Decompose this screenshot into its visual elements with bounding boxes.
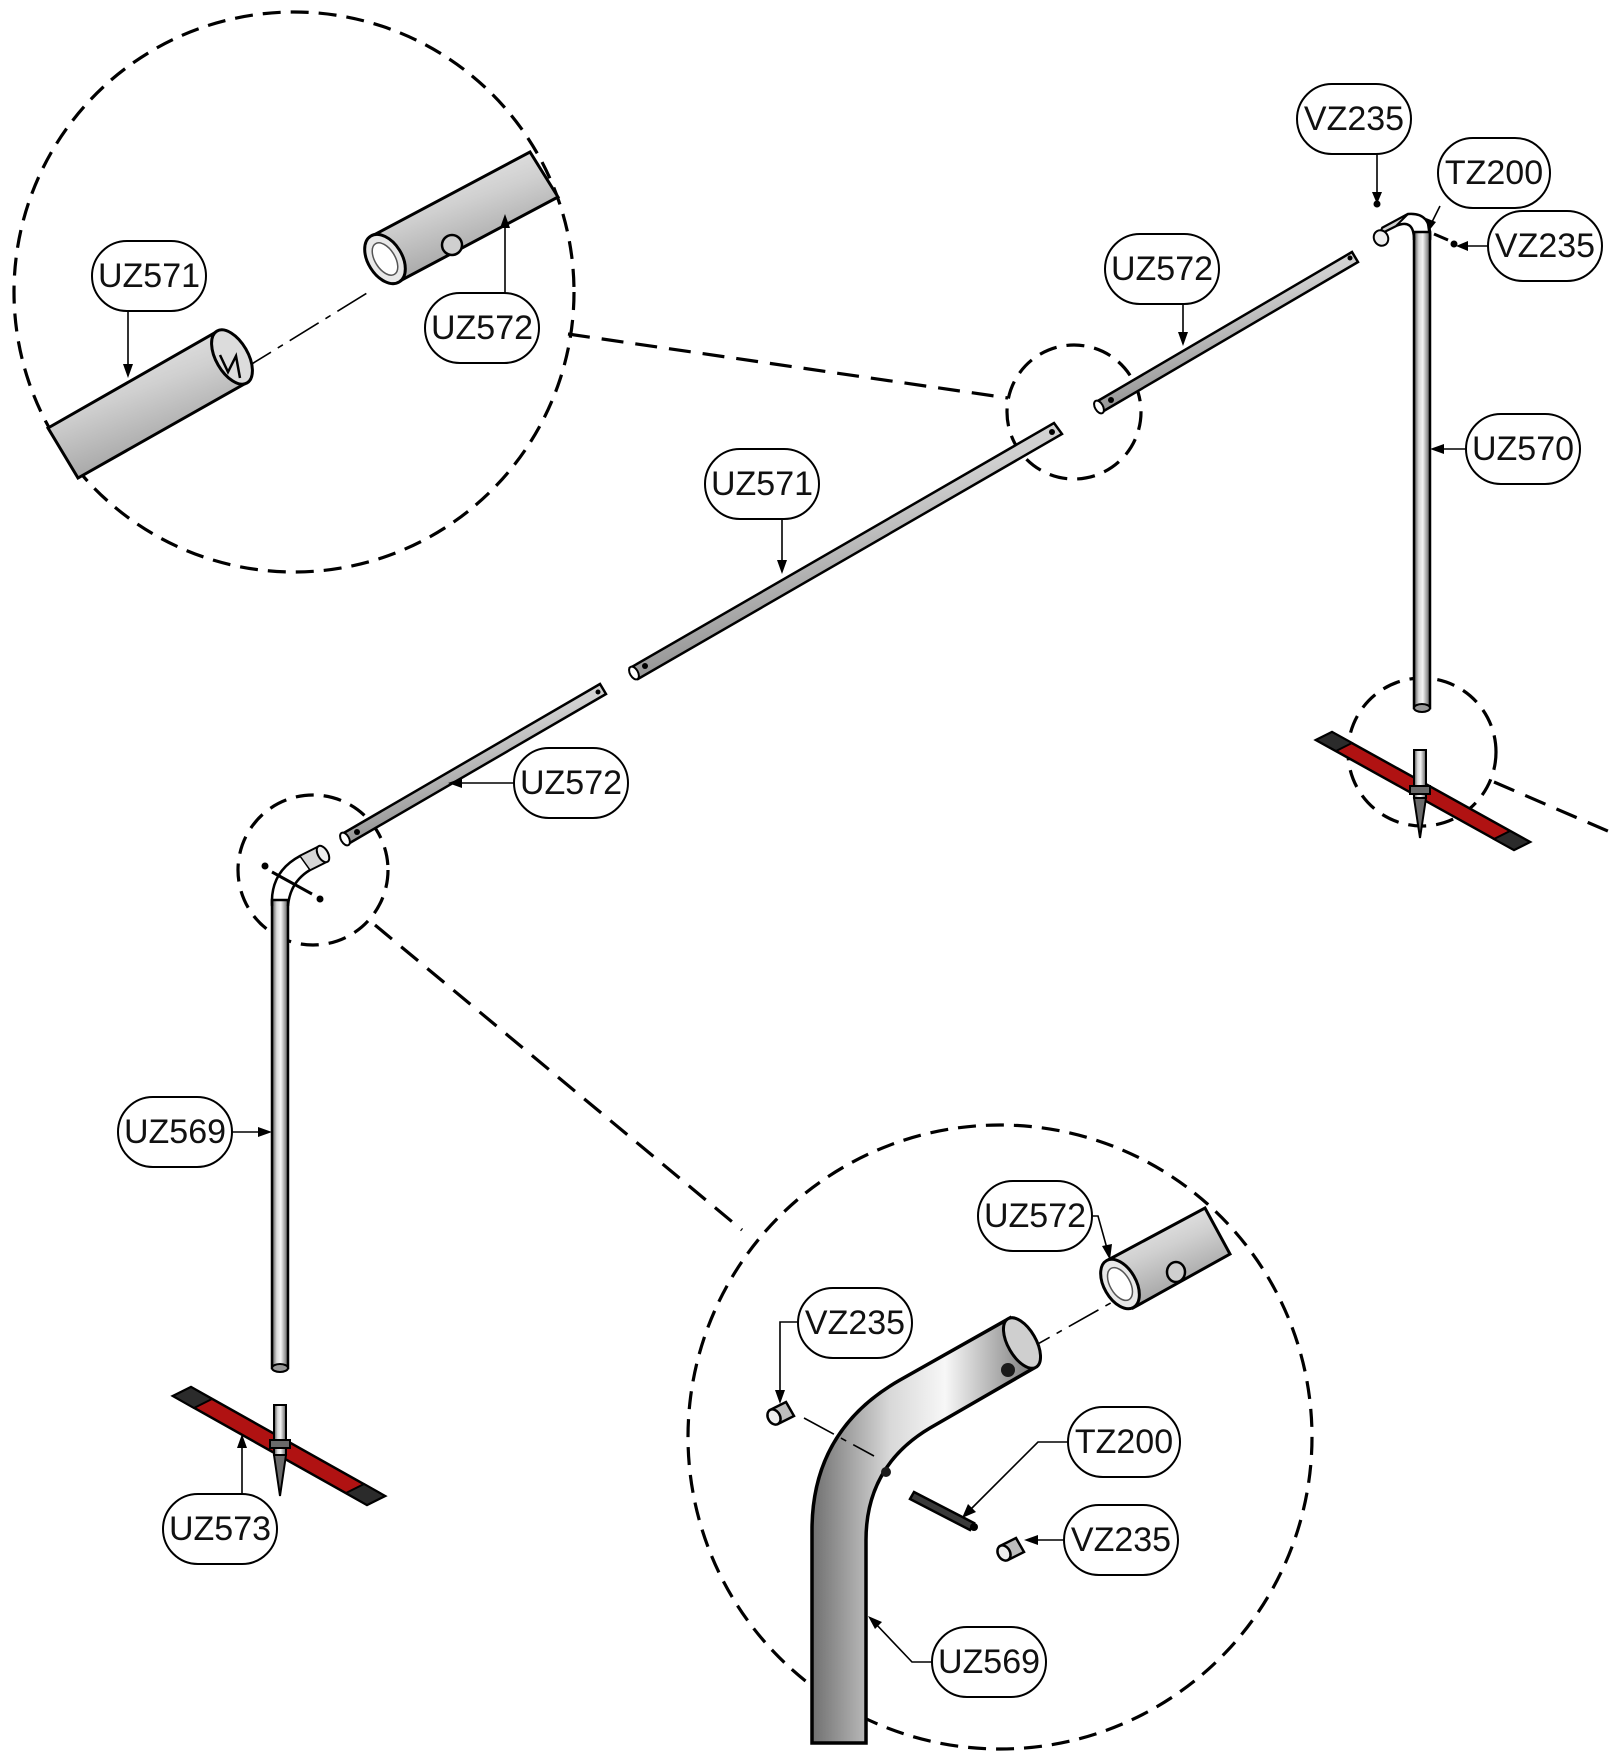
callouts: UZ571 UZ572 VZ235 TZ200 VZ235 UZ572 UZ57…: [91, 83, 1603, 1698]
callout-uz573: UZ573: [162, 1493, 278, 1565]
callout-uz572-zoom: UZ572: [977, 1180, 1093, 1252]
callout-vz235-top-right: VZ235: [1487, 210, 1603, 282]
svg-text:VZ235: VZ235: [805, 1304, 905, 1342]
detail-circle-top-left: [12, 10, 576, 574]
callout-uz572-detail: UZ572: [424, 292, 540, 364]
center-line-detail: [241, 289, 373, 371]
svg-text:UZ569: UZ569: [938, 1643, 1040, 1681]
detail-circle-left-bend: [236, 793, 390, 947]
svg-text:UZ572: UZ572: [520, 764, 622, 802]
tube-uz572-lower: [339, 682, 608, 847]
detail-top-left: [45, 150, 561, 481]
svg-text:UZ570: UZ570: [1472, 430, 1574, 468]
pins-left: [261, 862, 324, 903]
cap-vz235-right-zoom: [996, 1536, 1026, 1562]
callout-tz200-zoom: TZ200: [1067, 1406, 1181, 1478]
callout-uz569: UZ569: [117, 1096, 233, 1168]
svg-text:UZ572: UZ572: [1111, 250, 1213, 288]
detail-circle-joint: [1005, 343, 1143, 481]
callout-tz200-top: TZ200: [1437, 137, 1551, 209]
main-assembly: [170, 200, 1533, 1507]
tube-uz571-middle: [628, 421, 1064, 681]
bend-uz569-zoom: [810, 1315, 1043, 1745]
connector-right: [1493, 780, 1617, 837]
callout-uz569-zoom: UZ569: [931, 1626, 1047, 1698]
callout-uz571-middle: UZ571: [704, 448, 820, 520]
detail-circle-zoom-bottom: [686, 1123, 1314, 1751]
callout-uz572-upper: UZ572: [1104, 233, 1220, 305]
callout-uz570: UZ570: [1465, 413, 1581, 485]
svg-text:UZ571: UZ571: [711, 465, 813, 503]
svg-text:UZ571: UZ571: [98, 257, 200, 295]
tube-uz572-detail: [363, 150, 561, 286]
connector-top: [567, 332, 1009, 400]
svg-text:VZ235: VZ235: [1071, 1521, 1171, 1559]
callout-vz235-zoom-right: VZ235: [1063, 1504, 1179, 1576]
callout-vz235-zoom-left: VZ235: [797, 1287, 913, 1359]
svg-text:UZ569: UZ569: [124, 1113, 226, 1151]
base-left: [170, 1385, 388, 1507]
connector-bottom: [373, 923, 744, 1232]
pin-tz200-zoom: [803, 1417, 978, 1532]
svg-text:TZ200: TZ200: [1445, 154, 1543, 192]
tube-uz572-upper: [1093, 250, 1360, 415]
callout-uz572-lower: UZ572: [513, 747, 629, 819]
leader-lines: [123, 152, 1490, 1663]
svg-text:UZ572: UZ572: [984, 1197, 1086, 1235]
tube-uz571-detail: [45, 328, 254, 481]
post-uz569: [270, 844, 331, 1373]
detail-zoom-bottom: [766, 1205, 1233, 1745]
svg-text:UZ573: UZ573: [169, 1510, 271, 1548]
svg-text:TZ200: TZ200: [1075, 1423, 1173, 1461]
svg-text:VZ235: VZ235: [1495, 227, 1595, 265]
svg-text:VZ235: VZ235: [1304, 100, 1404, 138]
cap-vz235-left-zoom: [766, 1400, 796, 1426]
callout-uz571-detail: UZ571: [91, 240, 207, 312]
post-uz570: [1372, 212, 1432, 713]
svg-text:UZ572: UZ572: [431, 309, 533, 347]
tube-uz572-zoom: [1099, 1205, 1233, 1311]
callout-vz235-top: VZ235: [1296, 83, 1412, 155]
base-right: [1313, 730, 1533, 852]
